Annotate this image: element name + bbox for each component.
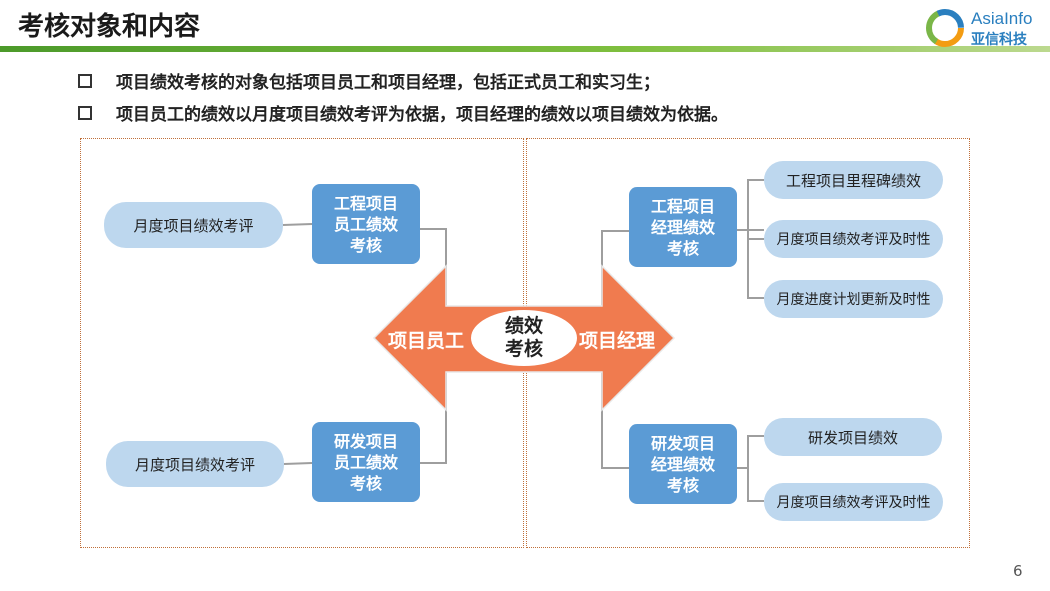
right-top-item: 月度进度计划更新及时性 bbox=[764, 280, 943, 318]
square-bullet-icon bbox=[78, 74, 92, 88]
box-line: 研发项目 bbox=[650, 433, 715, 453]
page-title: 考核对象和内容 bbox=[18, 12, 201, 42]
logo-text-cn: 亚信科技 bbox=[971, 32, 1027, 48]
box-line: 考核 bbox=[666, 475, 699, 495]
left-arrow-label: 项目员工 bbox=[388, 330, 465, 352]
box-line: 研发项目 bbox=[333, 431, 398, 451]
box-line: 工程项目 bbox=[333, 193, 398, 213]
bullet-text: 项目绩效考核的对象包括项目员工和项目经理，包括正式员工和实习生； bbox=[116, 73, 660, 93]
right-top-item: 工程项目里程碑绩效 bbox=[764, 161, 943, 199]
right-bottom-item: 研发项目绩效 bbox=[764, 418, 942, 456]
center-label-line1: 绩效 bbox=[504, 315, 543, 337]
right-bottom-item: 月度项目绩效考评及时性 bbox=[764, 483, 943, 521]
box-line: 考核 bbox=[349, 235, 382, 255]
box-line: 考核 bbox=[349, 473, 382, 493]
company-logo: AsiaInfo 亚信科技 bbox=[925, 8, 1045, 48]
box-line: 经理绩效 bbox=[650, 454, 715, 474]
center-label-line2: 考核 bbox=[504, 338, 543, 360]
square-bullet-icon bbox=[78, 106, 92, 120]
logo-text-en: AsiaInfo bbox=[971, 9, 1033, 28]
right-arrow-label: 项目经理 bbox=[579, 330, 656, 352]
right-top-box: 工程项目 经理绩效 考核 bbox=[629, 187, 737, 267]
title-underline bbox=[0, 46, 1050, 52]
box-line: 员工绩效 bbox=[333, 452, 398, 472]
left-bottom-box: 研发项目 员工绩效 考核 bbox=[312, 422, 420, 502]
box-line: 工程项目 bbox=[650, 196, 715, 216]
right-bottom-box: 研发项目 经理绩效 考核 bbox=[629, 424, 737, 504]
center-label: 绩效 考核 bbox=[472, 310, 576, 366]
right-top-item: 月度项目绩效考评及时性 bbox=[764, 220, 943, 258]
left-top-pill: 月度项目绩效考评 bbox=[104, 202, 283, 248]
center-ellipse bbox=[471, 310, 577, 366]
box-line: 考核 bbox=[666, 238, 699, 258]
page-number: 6 bbox=[1013, 562, 1023, 580]
bullet-text: 项目员工的绩效以月度项目绩效考评为依据，项目经理的绩效以项目绩效为依据。 bbox=[116, 105, 728, 125]
box-line: 员工绩效 bbox=[333, 214, 398, 234]
left-bottom-pill: 月度项目绩效考评 bbox=[106, 441, 284, 487]
logo-icon bbox=[926, 9, 964, 47]
left-top-box: 工程项目 员工绩效 考核 bbox=[312, 184, 420, 264]
box-line: 经理绩效 bbox=[650, 217, 715, 237]
